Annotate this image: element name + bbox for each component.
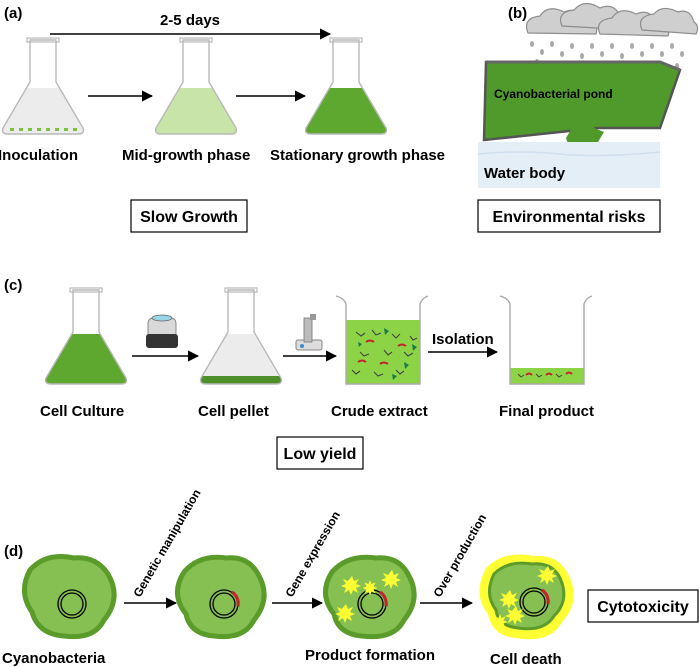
flask-stationary — [304, 37, 388, 135]
stage-label-stationary: Stationary growth phase — [270, 147, 445, 164]
duration-label: 2-5 days — [160, 12, 220, 29]
stage-label-cell-culture: Cell Culture — [40, 403, 124, 420]
pond-label: Cyanobacterial pond — [494, 87, 613, 101]
low-yield-box — [276, 436, 364, 470]
cytotoxicity-text: Cytotoxicity — [597, 599, 689, 616]
flask-mid-growth — [154, 37, 238, 135]
panel-a: (a) 2-5 days — [0, 5, 445, 233]
environmental-risks-text: Environmental risks — [493, 209, 646, 226]
stage-label-crude-extract: Crude extract — [331, 403, 428, 420]
cyanobacterial-pond — [482, 60, 682, 152]
isolation-label: Isolation — [432, 331, 494, 348]
flask-inoculation — [1, 37, 85, 135]
cytotoxicity-box — [587, 589, 699, 623]
panel-b-label: (b) — [508, 5, 527, 22]
rain-clouds — [525, 2, 699, 37]
low-yield-text: Low yield — [284, 446, 357, 463]
cell-engineered — [175, 554, 267, 640]
cell-product-formation — [323, 554, 417, 640]
stage-label-cyanobacteria: Cyanobacteria — [2, 650, 106, 667]
water-body — [478, 142, 660, 188]
beaker-final-product — [499, 295, 593, 385]
panel-c: (c) — [4, 277, 594, 470]
panel-d-label: (d) — [4, 543, 23, 560]
slow-growth-text: Slow Growth — [140, 209, 238, 226]
panel-d: (d) Genetic manipulation Gene expression — [2, 487, 699, 667]
flask-cell-pellet — [199, 287, 283, 385]
cell-cyanobacteria — [22, 554, 117, 640]
cell-death — [479, 554, 574, 640]
crude-particles — [351, 329, 418, 377]
inoculum-dots — [10, 128, 77, 131]
stage-label-mid-growth: Mid-growth phase — [122, 147, 250, 164]
stage-label-cell-pellet: Cell pellet — [198, 403, 269, 420]
flask-cell-culture — [44, 287, 128, 385]
slow-growth-box — [130, 199, 248, 233]
stage-label-cell-death: Cell death — [490, 651, 562, 667]
stage-label-inoculation: Inoculation — [0, 147, 78, 164]
product-stars — [335, 570, 401, 623]
environmental-risks-box — [477, 199, 661, 233]
centrifuge-icon — [146, 314, 178, 348]
panel-b: (b) Cyanobacterial pond — [477, 2, 699, 233]
inserted-gene — [230, 590, 240, 607]
beaker-crude-extract — [335, 295, 429, 385]
panel-c-label: (c) — [4, 277, 22, 294]
stage-label-product-formation: Product formation — [305, 647, 435, 664]
homogenizer-icon — [295, 314, 323, 351]
stage-label-final-product: Final product — [499, 403, 594, 420]
panel-a-label: (a) — [4, 5, 22, 22]
water-label: Water body — [484, 165, 566, 182]
